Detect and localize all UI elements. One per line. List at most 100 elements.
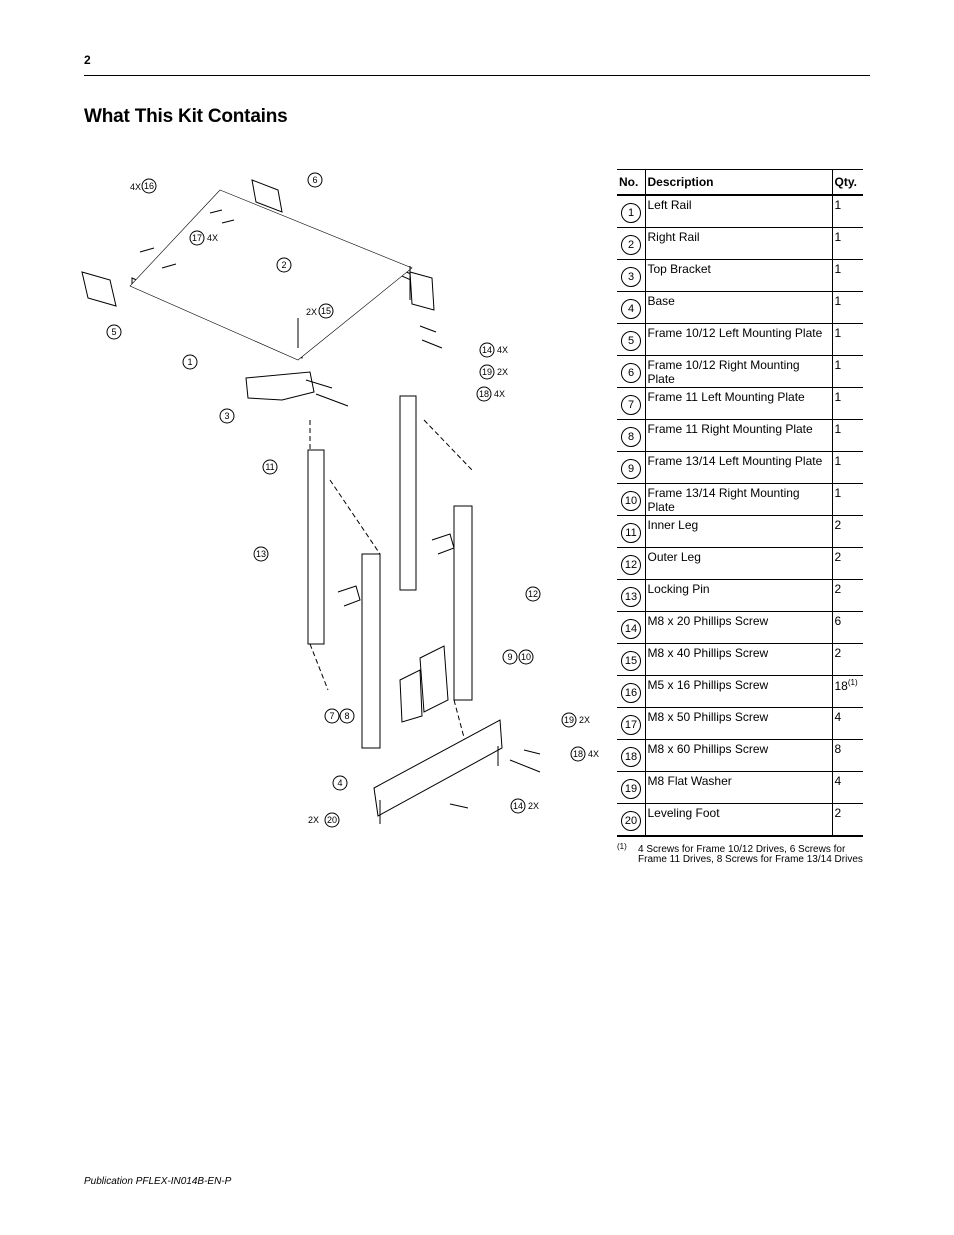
callout-18-base: 18 4X — [570, 746, 599, 762]
item-description: M8 x 60 Phillips Screw — [644, 739, 832, 772]
item-quantity: 1 — [834, 262, 842, 276]
item-number-cell: 17 — [617, 707, 645, 740]
item-number-badge: 12 — [621, 555, 641, 575]
svg-text:7: 7 — [329, 711, 334, 721]
screw-bracket-a — [305, 379, 333, 389]
item-quantity-cell: 1 — [831, 259, 863, 292]
item-quantity: 1 — [834, 230, 842, 244]
hidden-line-d — [309, 643, 329, 691]
screw-bracket-b — [315, 393, 349, 407]
svg-text:18: 18 — [573, 749, 583, 759]
item-quantity-cell: 4 — [831, 707, 863, 740]
frame-13-14-plates-shape — [419, 645, 449, 713]
item-number-badge: 9 — [621, 459, 641, 479]
item-number-cell: 7 — [617, 387, 645, 420]
item-quantity-cell: 1 — [831, 451, 863, 484]
item-quantity-cell: 1 — [831, 195, 863, 228]
item-description: Frame 11 Left Mounting Plate — [644, 387, 832, 420]
outer-leg-right-shape — [453, 505, 473, 701]
callout-6: 6 — [307, 172, 323, 188]
callout-2: 2 — [276, 257, 292, 273]
item-number-cell: 6 — [617, 355, 645, 388]
item-number-cell: 11 — [617, 515, 645, 548]
svg-text:13: 13 — [256, 549, 266, 559]
right-end-bracket-shape — [409, 271, 435, 311]
item-quantity-cell: 2 — [831, 579, 863, 612]
item-number-badge: 2 — [621, 235, 641, 255]
base-shape — [373, 719, 503, 817]
column-header-qty: Qty. — [831, 169, 863, 196]
item-quantity: 1 — [834, 326, 842, 340]
svg-text:2X: 2X — [579, 715, 590, 725]
item-quantity: 1 — [834, 486, 842, 500]
svg-text:19: 19 — [482, 367, 492, 377]
callout-10: 10 — [518, 649, 534, 665]
svg-text:3: 3 — [224, 411, 229, 421]
item-quantity-cell: 6 — [831, 611, 863, 644]
svg-text:12: 12 — [528, 589, 538, 599]
page-number: 2 — [84, 53, 91, 67]
item-number-badge: 8 — [621, 427, 641, 447]
item-number-cell: 15 — [617, 643, 645, 676]
table-footnote: (1) 4 Screws for Frame 10/12 Drives, 6 S… — [617, 842, 863, 865]
svg-text:4X: 4X — [497, 345, 508, 355]
svg-text:16: 16 — [144, 181, 154, 191]
item-number-badge: 4 — [621, 299, 641, 319]
item-quantity: 2 — [834, 550, 842, 564]
item-number-cell: 12 — [617, 547, 645, 580]
item-description: Leveling Foot — [644, 803, 832, 837]
svg-text:14: 14 — [482, 345, 492, 355]
item-quantity: 2 — [834, 518, 842, 532]
item-quantity-cell: 2 — [831, 547, 863, 580]
item-description: M8 x 20 Phillips Screw — [644, 611, 832, 644]
item-description: Outer Leg — [644, 547, 832, 580]
item-quantity: 1 — [834, 422, 842, 436]
item-description: Frame 10/12 Left Mounting Plate — [644, 323, 832, 356]
column-header-description: Description — [644, 169, 832, 196]
quantity-footnote-ref: (1) — [847, 678, 858, 687]
item-number-cell: 13 — [617, 579, 645, 612]
callout-13: 13 — [253, 546, 269, 562]
svg-text:4X: 4X — [588, 749, 599, 759]
item-number-cell: 3 — [617, 259, 645, 292]
hidden-line-b — [329, 479, 381, 555]
item-number-cell: 19 — [617, 771, 645, 804]
callout-8: 8 — [339, 708, 355, 724]
diagram-artwork — [81, 179, 541, 824]
item-number-cell: 14 — [617, 611, 645, 644]
item-number-badge: 20 — [621, 811, 641, 831]
svg-text:8: 8 — [344, 711, 349, 721]
locking-pin-left-shape — [337, 585, 361, 607]
header-rule — [84, 75, 870, 76]
item-quantity: 6 — [834, 614, 842, 628]
svg-text:2X: 2X — [528, 801, 539, 811]
item-quantity: 8 — [834, 742, 842, 756]
item-quantity-cell: 2 — [831, 643, 863, 676]
svg-text:4X: 4X — [207, 233, 218, 243]
svg-text:18: 18 — [479, 389, 489, 399]
item-quantity-cell: 18(1) — [831, 675, 863, 708]
svg-text:1: 1 — [187, 357, 192, 367]
item-quantity: 18 — [834, 679, 848, 693]
item-quantity-cell: 1 — [831, 227, 863, 260]
svg-text:20: 20 — [327, 815, 337, 825]
item-quantity-cell: 1 — [831, 419, 863, 452]
callout-14-top: 14 4X — [479, 342, 508, 358]
svg-text:17: 17 — [192, 233, 202, 243]
callout-17: 17 4X — [189, 230, 218, 246]
item-quantity-cell: 1 — [831, 323, 863, 356]
svg-text:4X: 4X — [494, 389, 505, 399]
frame-10-12-right-plate-shape — [251, 179, 283, 213]
screw-16a — [209, 209, 223, 214]
top-bracket-shape — [245, 371, 315, 401]
svg-text:2X: 2X — [308, 815, 319, 825]
